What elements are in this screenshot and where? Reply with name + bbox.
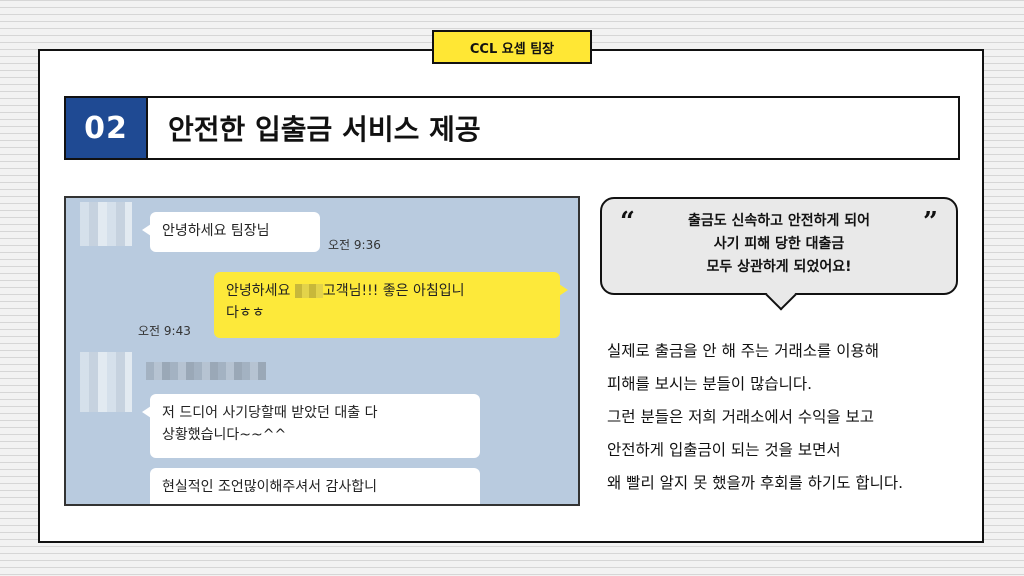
testimonial-line: 출금도 신속하고 안전하게 되어	[687, 213, 871, 229]
close-quote-icon: ”	[923, 207, 938, 237]
description-line: 안전하게 입출금이 되는 것을 보면서	[607, 441, 841, 459]
chat-message-text: 안녕하세요 팀장님	[162, 223, 270, 239]
chat-message-sent: 안녕하세요 고객님!!! 좋은 아침입니 다ㅎㅎ	[214, 272, 568, 338]
blurred-avatar	[80, 202, 132, 246]
chat-message-text: 고객님!!! 좋은 아침입니	[322, 283, 465, 299]
description-line: 피해를 보시는 분들이 많습니다.	[607, 375, 813, 393]
open-quote-icon: “	[620, 207, 635, 237]
chat-message-text: 상황했습니다~~^^	[162, 427, 287, 444]
section-number: 02	[66, 98, 148, 158]
chat-timestamp: 오전 9:43	[138, 324, 191, 338]
testimonial-line: 모두 상관하게 되었어요!	[706, 259, 852, 275]
chat-message-text: 다ㅎㅎ	[226, 305, 265, 322]
section-title: 안전한 입출금 서비스 제공	[168, 113, 481, 146]
description-text: 실제로 출금을 안 해 주는 거래소를 이용해 피해를 보시는 분들이 많습니다…	[607, 335, 979, 500]
chat-screenshot: 안녕하세요 팀장님 오전 9:36 안녕하세요 고객님!!! 좋은 아침입니 다…	[64, 196, 580, 506]
presenter-badge: CCL 요셉 팀장	[432, 30, 592, 64]
chat-message: 현실적인 조언많이해주셔서 감사합니	[150, 468, 480, 504]
testimonial-line: 사기 피해 당한 대출금	[713, 236, 845, 252]
chat-message: 안녕하세요 팀장님	[142, 212, 320, 252]
description-line: 왜 빨리 알지 못 했을까 후회를 하기도 합니다.	[607, 474, 904, 492]
chat-message-text: 현실적인 조언많이해주셔서 감사합니	[162, 479, 377, 495]
chat-message-text: 안녕하세요	[226, 283, 291, 299]
chat-timestamp: 오전 9:36	[328, 238, 381, 252]
blurred-sender-name	[146, 362, 266, 380]
testimonial-speech-bubble: “ ” 출금도 신속하고 안전하게 되어 사기 피해 당한 대출금 모두 상관하…	[600, 197, 958, 295]
description-line: 그런 분들은 저희 거래소에서 수익을 보고	[607, 408, 875, 426]
redacted-name	[294, 284, 323, 298]
blurred-avatar	[80, 352, 132, 412]
chat-message-text: 저 드디어 사기당할때 받았던 대출 다	[162, 405, 378, 421]
chat-message: 저 드디어 사기당할때 받았던 대출 다 상황했습니다~~^^	[142, 394, 480, 458]
description-line: 실제로 출금을 안 해 주는 거래소를 이용해	[607, 342, 879, 360]
section-title-bar: 02 안전한 입출금 서비스 제공	[64, 96, 960, 160]
